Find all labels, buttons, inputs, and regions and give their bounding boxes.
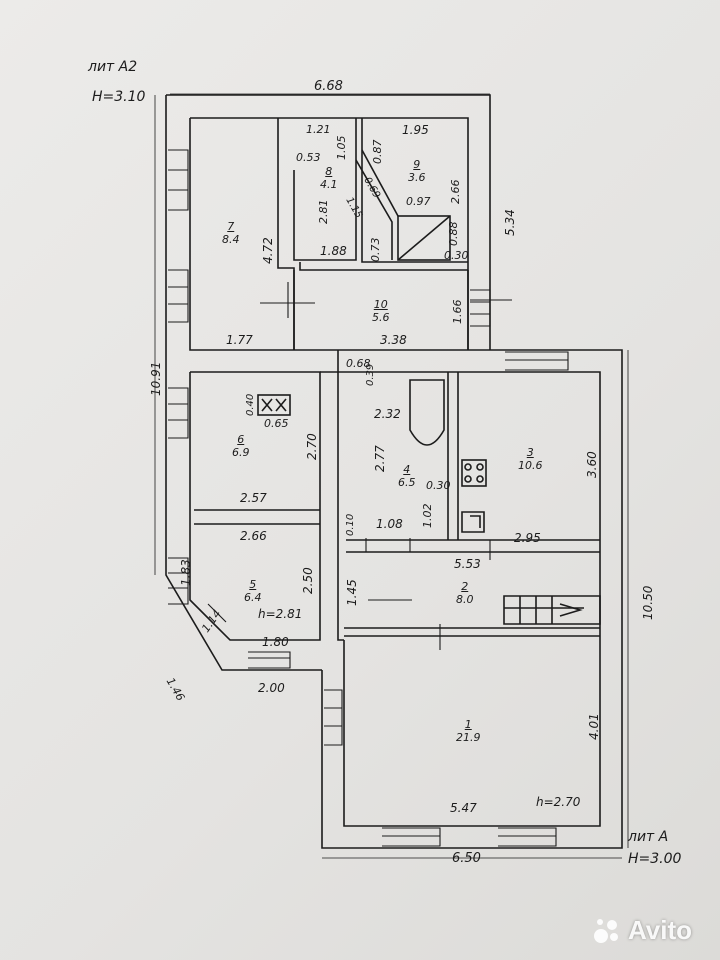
dim-105: 1.05 [335, 135, 348, 161]
wall-a2-outer [166, 94, 491, 350]
window-10 [470, 289, 491, 327]
dim-040: 0.40 [245, 393, 256, 416]
height-a-label: H=3.00 [628, 851, 682, 867]
wall-room9 [361, 118, 468, 263]
height-281: h=2.81 [258, 607, 303, 621]
window-1s-b [498, 827, 557, 847]
dim-195: 1.95 [402, 123, 429, 137]
dim-r7-height: 4.72 [261, 237, 275, 264]
stove [461, 459, 487, 487]
height-270: h=2.70 [536, 795, 581, 809]
dim-281: 2.81 [317, 199, 330, 225]
dim-087: 0.87 [371, 139, 384, 165]
dim-145: 1.45 [345, 579, 359, 606]
wall-room7-inner [189, 118, 338, 351]
dim-257: 2.57 [240, 491, 267, 505]
dim-338: 3.38 [380, 333, 407, 347]
dim-121: 1.21 [306, 123, 331, 136]
heater [257, 394, 291, 416]
dim-553: 5.53 [454, 557, 481, 571]
dim-left-total: 10.91 [149, 361, 163, 396]
dim-295: 2.95 [514, 531, 541, 545]
dim-166: 1.66 [451, 299, 464, 325]
partition-7-8 [277, 118, 295, 350]
dim-180: 1.80 [262, 635, 289, 649]
avito-logo-icon [593, 918, 618, 943]
dim-232: 2.32 [374, 407, 401, 421]
wall-a-outer [321, 349, 623, 849]
wall-a-inner [343, 371, 601, 827]
dim-right-a2: 5.34 [503, 209, 517, 236]
dim-030-a: 0.30 [444, 249, 469, 262]
avito-watermark-text: Avito [627, 915, 692, 945]
dim-1050: 10.50 [641, 585, 655, 620]
lit-a-label: лит А [628, 829, 669, 845]
window-1s-a [382, 827, 441, 847]
window-6 [168, 387, 189, 439]
dim-010: 0.10 [345, 513, 356, 536]
dim-102: 1.02 [421, 503, 434, 529]
dim-183: 1.83 [179, 559, 193, 586]
height-a2-label: H=3.10 [92, 89, 146, 105]
dim-266-b: 2.66 [240, 529, 267, 543]
partition-corridor [346, 539, 600, 553]
wall-room10-top [299, 262, 468, 271]
window-3 [505, 351, 569, 371]
partition-6-5 [194, 509, 320, 525]
dim-097: 0.97 [406, 195, 431, 208]
sink [461, 511, 485, 533]
dim-030-b: 0.30 [426, 479, 451, 492]
window-7a [168, 149, 189, 211]
dim-053: 0.53 [296, 151, 321, 164]
dim-547: 5.47 [450, 801, 477, 815]
dim-200: 2.00 [258, 681, 285, 695]
window-5a [168, 557, 189, 605]
window-5b [248, 651, 291, 669]
window-1w [324, 689, 343, 746]
lit-a2-label: лит А2 [88, 59, 138, 75]
stairs [503, 595, 601, 625]
dim-r7-width: 1.77 [226, 333, 253, 347]
dim-108: 1.08 [376, 517, 403, 531]
dim-073: 0.73 [369, 237, 382, 263]
avito-watermark: Avito [592, 915, 692, 946]
wall-room8 [293, 118, 357, 261]
dim-360: 3.60 [585, 451, 599, 478]
dim-065: 0.65 [264, 417, 289, 430]
dim-188: 1.88 [320, 244, 347, 258]
bathtub [409, 379, 445, 446]
partition-room1 [344, 627, 600, 637]
wall-west-outer [165, 95, 322, 671]
dim-266-a: 2.66 [449, 179, 462, 205]
dim-039: 0.39 [365, 363, 376, 386]
dim-650: 6.50 [452, 851, 481, 866]
dim-088: 0.88 [447, 221, 460, 247]
dim-068: 0.68 [346, 357, 371, 370]
wall-rooms-6-5 [189, 371, 321, 641]
window-7b [168, 269, 189, 323]
dim-277: 2.77 [373, 445, 387, 472]
dim-270-a: 2.70 [305, 433, 319, 460]
partition-4-3 [447, 372, 459, 540]
dim-401: 4.01 [587, 713, 601, 740]
dim-250: 2.50 [301, 567, 315, 594]
dim-top-a2: 6.68 [314, 79, 343, 94]
